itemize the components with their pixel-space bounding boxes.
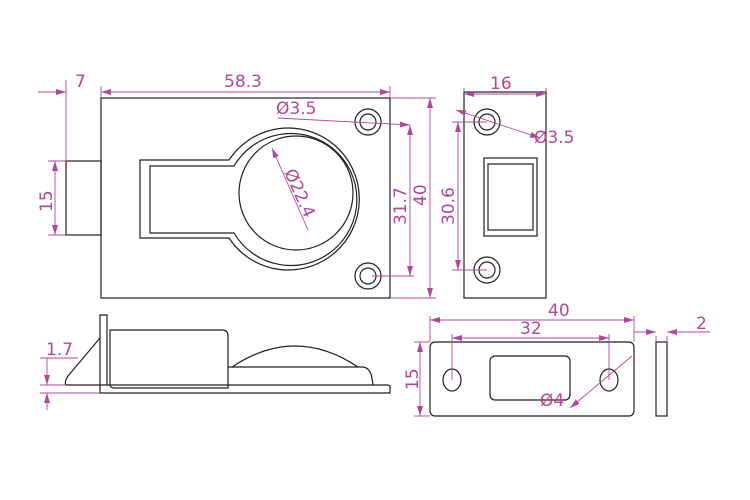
dim-thickness: 1.7	[46, 340, 73, 360]
dim-width: 58.3	[224, 72, 262, 92]
dim-hole-dia: Ø3.5	[276, 99, 316, 119]
lock-body-outline	[100, 97, 391, 299]
dim-strike-hole-dia: Ø4	[540, 391, 564, 411]
end-slot-inner	[487, 163, 534, 231]
dim-end-width: 16	[490, 74, 512, 94]
dim-height: 40	[411, 184, 431, 206]
top-view: 7 58.3 15 Ø3.5 Ø22.4 31.7 40	[37, 72, 436, 299]
dim-strike-length: 40	[548, 301, 570, 321]
dim-bolt-length: 7	[75, 72, 86, 92]
handle-recess-inner	[149, 132, 358, 267]
dim-end-hole-dia: Ø3.5	[534, 128, 574, 148]
end-plate-outline	[463, 91, 547, 299]
end-view: 16 30.6 Ø3.5	[439, 74, 574, 299]
strike-plate-outline	[429, 341, 635, 417]
strike-plate-view: 40 32 15 Ø4 2	[403, 301, 710, 417]
screw-hole-top	[359, 113, 377, 131]
bolt-outline	[65, 160, 102, 236]
side-view: 1.7	[40, 314, 391, 410]
dim-ring-dia: Ø22.4	[279, 166, 318, 221]
dim-strike-hole-spacing: 32	[520, 319, 542, 339]
handle-recess-outer	[139, 127, 360, 271]
dim-strike-thickness: 2	[696, 314, 707, 334]
dim-bolt-height: 15	[37, 190, 57, 212]
side-body-block	[109, 329, 229, 389]
side-base-plate	[99, 314, 391, 394]
strike-slot	[489, 355, 571, 401]
strike-plate-edge	[655, 341, 668, 417]
dim-strike-height: 15	[403, 368, 423, 390]
side-ring-base	[228, 366, 374, 386]
ring-circle	[238, 135, 354, 251]
end-slot-outer	[483, 157, 538, 237]
dim-hole-spacing: 31.7	[391, 187, 411, 225]
dim-end-hole-spacing: 30.6	[439, 187, 459, 225]
side-ring-dome	[231, 345, 359, 368]
